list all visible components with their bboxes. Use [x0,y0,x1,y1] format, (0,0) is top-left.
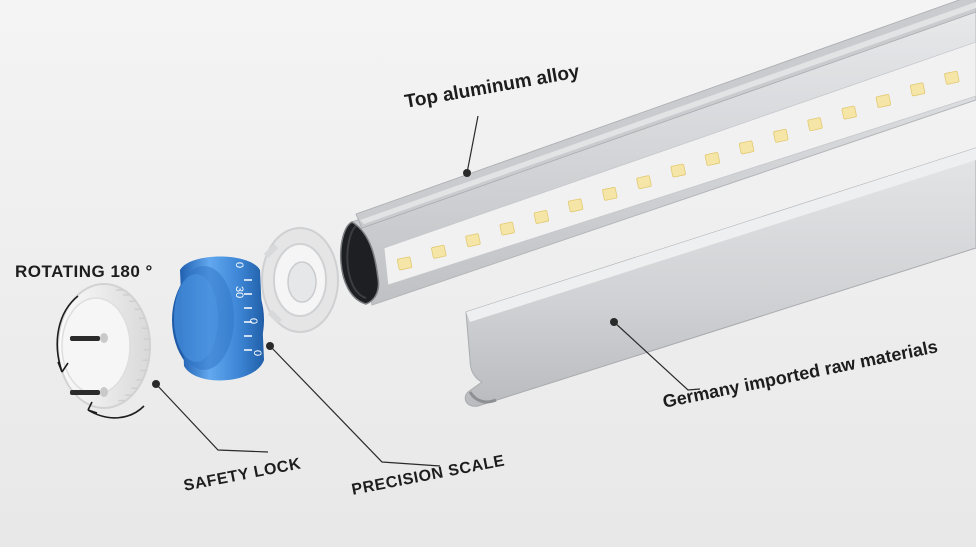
led-chip [499,221,515,236]
led-chip [431,244,447,259]
led-chip [875,94,892,108]
led-chip [773,128,789,143]
scale-tick-label: 0 [233,262,245,268]
led-chip [841,105,857,120]
led-chip [909,82,926,97]
led-chip [465,233,481,248]
scale-tick-label: 0 [247,318,259,324]
precision-scale-ring: 30 0 0 0 [172,256,264,381]
scale-tick-group: 30 0 0 0 [233,262,263,356]
pins-icon [70,333,108,397]
rotating-label: ROTATING 180 ° [15,262,153,281]
leader-dots [152,169,618,388]
led-chip [807,117,823,132]
led-chip [944,70,960,85]
safety-lock-cap [57,283,151,409]
led-chip [396,256,413,271]
cap-ribs [115,289,151,402]
diffuser-cover [464,147,976,407]
led-chip [636,175,652,190]
scale-tick-label: 30 [233,286,245,298]
led-chip [670,163,686,178]
led-chip [704,152,721,166]
leader-lines [155,115,701,467]
led-chip [602,186,618,201]
end-cap-insert [261,227,339,333]
led-chip [533,210,550,224]
led-chip [567,198,584,213]
scale-tick-label: 0 [251,350,263,356]
rotation-arrows-icon [56,295,145,419]
led-strip [396,70,960,271]
led-chip [738,140,755,155]
